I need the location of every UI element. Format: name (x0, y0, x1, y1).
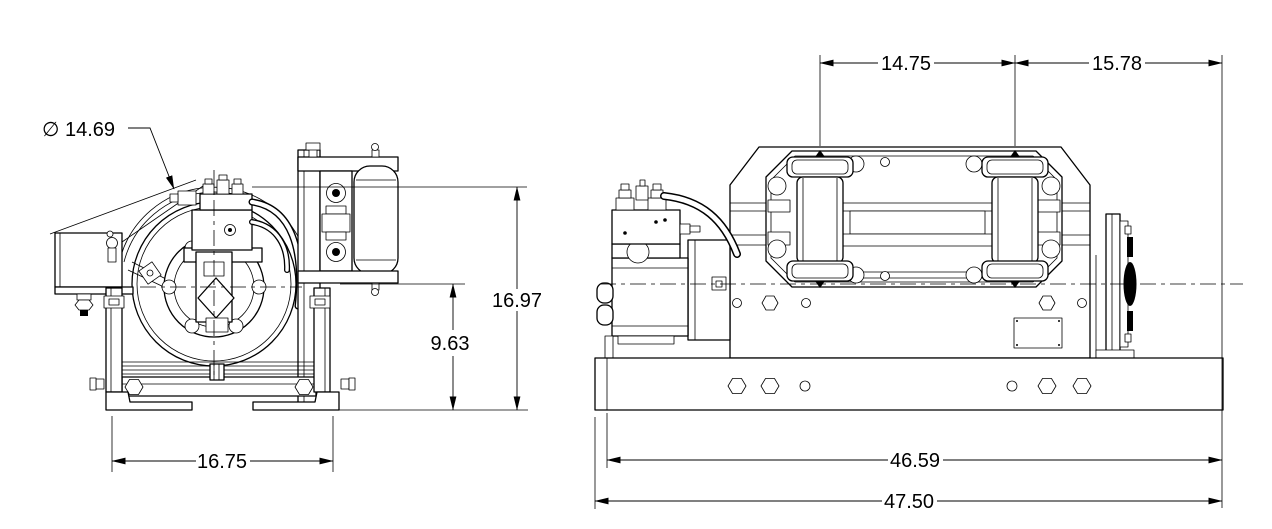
dim-base-length-label: 47.50 (884, 491, 934, 513)
nameplate (1013, 317, 1063, 349)
end-view-centerlines (140, 170, 302, 375)
dim-end-base-width: 16.75 (111, 416, 334, 473)
mounting-foot-left (105, 391, 193, 411)
frame-end-view (89, 287, 356, 411)
hydraulic-motor (596, 179, 741, 359)
fairlead-roller-left (786, 150, 854, 288)
dim-roller-spacing-label: 14.75 (881, 53, 931, 75)
wire-rope-lines (49, 179, 204, 289)
dim-roller-to-drum-end: 15.78 (1014, 53, 1223, 508)
side-view (594, 146, 1243, 411)
dim-overall-height-label: 16.97 (492, 290, 542, 312)
dim-centerline-height-label: 9.63 (431, 333, 470, 355)
fairlead-roller-right (981, 150, 1049, 288)
end-view (49, 142, 399, 411)
base-plate (594, 357, 1224, 411)
motor-center-block (195, 251, 235, 333)
dim-drum-diameter: ∅ 14.69 (42, 119, 175, 190)
anchor-bracket (54, 230, 134, 316)
dim-overall-height: 16.97 (252, 186, 542, 411)
dim-drum-diameter-label: ∅ 14.69 (42, 119, 115, 141)
frame-holes (732, 295, 1087, 349)
dim-roller-to-drum-end-label: 15.78 (1092, 53, 1142, 75)
dim-base-length: 47.50 (594, 417, 1223, 513)
dim-frame-length: 46.59 (606, 413, 1223, 472)
dim-centerline-height: 9.63 (340, 283, 470, 411)
valve-assembly (169, 174, 263, 263)
dim-frame-length-label: 46.59 (890, 450, 940, 472)
dimensions: ∅ 14.69 16.97 9.63 16.75 (42, 53, 1223, 513)
drum-end-flange (1095, 213, 1137, 359)
dim-roller-spacing: 14.75 (819, 53, 1016, 146)
tie-rod-stubs (730, 202, 1090, 246)
dim-end-base-width-label: 16.75 (197, 451, 247, 473)
